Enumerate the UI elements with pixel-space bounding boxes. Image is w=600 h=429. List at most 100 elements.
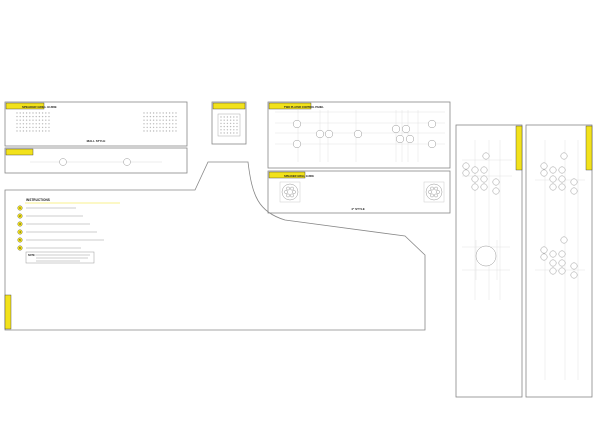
grill-hole [162, 115, 164, 118]
button-hole [353, 129, 363, 139]
grill-hole [32, 112, 34, 114]
grill-hole [223, 122, 225, 125]
grill-hole [41, 130, 44, 132]
button-hole [471, 175, 479, 183]
button-hole [560, 236, 568, 244]
button-hole [558, 175, 566, 183]
button-hole [401, 124, 411, 134]
button-hole [482, 152, 490, 160]
grill-hole [38, 115, 41, 118]
grill-hole [25, 119, 28, 121]
button-hole [462, 169, 470, 177]
grill-hole [149, 115, 152, 118]
grill-hole [159, 115, 161, 118]
grill-hole [22, 115, 25, 118]
grill-hole [19, 115, 21, 118]
grill-hole [32, 115, 34, 118]
grill-hole [236, 116, 238, 118]
button-hole [480, 175, 488, 183]
player-one-tall-panel [455, 124, 523, 398]
grill-hole [156, 119, 158, 121]
button-hole [570, 271, 578, 279]
button-hole [570, 262, 578, 270]
grill-hole [19, 112, 21, 114]
button-hole [540, 246, 548, 254]
speaker-hole [436, 190, 440, 194]
panel-title: SPEAKER GRILL GUIDE [284, 174, 314, 178]
grill-hole [48, 119, 50, 121]
grill-hole [35, 119, 37, 121]
grill-hole [156, 126, 158, 129]
grill-hole [233, 129, 235, 131]
panel-tag [585, 125, 593, 171]
grill-hole [29, 112, 31, 114]
step-badge [17, 229, 23, 235]
grill-hole [22, 119, 25, 121]
grill-hole [220, 125, 222, 128]
button-hole [549, 267, 557, 275]
grill-hole [168, 123, 171, 125]
grill-hole [143, 130, 145, 132]
grill-hole [159, 130, 161, 132]
grill-hole [223, 125, 225, 128]
grill-hole [162, 112, 164, 114]
grill-hole [48, 112, 50, 114]
speaker-circle [425, 183, 443, 201]
grill-hole [223, 119, 225, 121]
button-hole [292, 139, 302, 149]
grill-hole [146, 115, 148, 118]
speaker-hole [434, 193, 438, 198]
button-hole [540, 162, 548, 170]
grill-hole [159, 126, 161, 129]
grill-hole [229, 125, 232, 128]
panel-tag [5, 148, 34, 156]
step-badge [17, 221, 23, 227]
grill-hole [146, 119, 148, 121]
grill-hole [143, 112, 145, 114]
grill-hole [233, 125, 235, 128]
grill-hole [152, 115, 155, 118]
grill-hole [168, 126, 171, 129]
grill-hole [45, 126, 47, 129]
button-hole [395, 134, 405, 144]
grill-hole [165, 126, 168, 129]
grill-hole [146, 130, 148, 132]
grill-hole [25, 112, 28, 114]
panel-caption: 4" STYLE [351, 207, 365, 211]
instructions-title: INSTRUCTIONS [26, 198, 50, 202]
grill-hole [41, 123, 44, 125]
button-hole [549, 259, 557, 267]
grill-hole [229, 122, 232, 125]
grill-hole [162, 130, 164, 132]
grill-hole [233, 132, 235, 134]
grill-hole [143, 115, 145, 118]
grill-hole [16, 130, 18, 132]
two-player-control-panel: TWO PLAYER CONTROL PANEL [267, 101, 451, 169]
joystick-mount [475, 245, 497, 267]
grill-hole [175, 115, 177, 118]
grill-hole [38, 126, 41, 129]
button-hole [324, 129, 334, 139]
step-badge [17, 205, 23, 211]
grill-hole [25, 115, 28, 118]
button-hole [471, 183, 479, 191]
step-badge [17, 237, 23, 243]
button-hole [549, 166, 557, 174]
speaker-circle [281, 183, 299, 201]
player-two-tall-panel [525, 124, 593, 398]
grill-hole [32, 119, 34, 121]
grill-hole [175, 119, 177, 121]
grill-hole [156, 130, 158, 132]
grill-hole [22, 130, 25, 132]
grill-hole [220, 122, 222, 125]
grill-hole [25, 123, 28, 125]
button-hole [549, 183, 557, 191]
grill-hole [29, 130, 31, 132]
panel-title: SPEAKER GRILL GUIDE [22, 105, 57, 109]
grill-hole [149, 119, 152, 121]
grill-hole [220, 119, 222, 121]
grill-hole [223, 129, 225, 131]
grill-hole [162, 126, 164, 129]
grill-hole [236, 122, 238, 125]
grill-hole [48, 115, 50, 118]
